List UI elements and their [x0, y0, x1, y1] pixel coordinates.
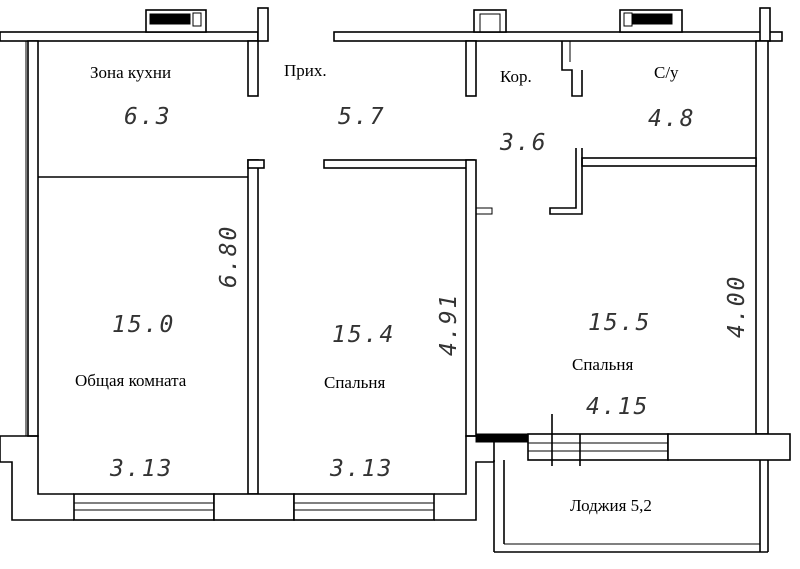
room-area-corridor: 3.6	[499, 130, 548, 156]
wall-bottom-mid2	[434, 461, 494, 521]
vent-right	[619, 9, 683, 33]
room-area-bedroom1: 15.4	[332, 322, 395, 348]
wall-bathroom-bottom	[581, 157, 757, 167]
window-bedroom1	[293, 493, 435, 521]
room-label-kitchen: Зона кухни	[90, 63, 171, 82]
wall-bottom-left-outer2	[0, 461, 74, 521]
wall-bathroom-left-bottom	[549, 148, 583, 215]
dimension-bedroom1-vertical: 4.91	[436, 293, 462, 356]
dimension-living-horizontal: 3.13	[109, 456, 173, 482]
wall-bedroom2-bottom-right	[667, 433, 791, 461]
wall-right-outer	[755, 40, 769, 435]
room-area-hall: 5.7	[338, 104, 386, 130]
wall-bathroom-left-top	[561, 41, 583, 97]
room-area-living: 15.0	[112, 312, 175, 338]
wall-living-right	[247, 159, 259, 495]
room-label-bathroom: С/у	[654, 63, 679, 82]
loggia	[493, 460, 769, 553]
wall-bottom-mid	[434, 435, 495, 495]
wall-entrance-stub	[257, 7, 269, 42]
wall-left-outer	[27, 40, 39, 437]
room-label-loggia: Лоджия 5,2	[570, 496, 652, 515]
dimension-bedroom2-vertical: 4.00	[724, 275, 750, 338]
balcony-door	[527, 414, 669, 466]
room-label-corridor: Кор.	[500, 67, 532, 86]
wall-top-left	[0, 31, 259, 42]
dimension-bedroom1-horizontal: 3.13	[329, 456, 393, 482]
room-area-bathroom: 4.8	[648, 106, 696, 132]
room-area-kitchen: 6.3	[124, 104, 172, 130]
wall-bedroom2-bottom-left	[475, 433, 529, 443]
room-area-bedroom2: 15.5	[588, 310, 651, 336]
wall-living-right-cap	[247, 159, 265, 169]
wall-bottom-left-outer	[0, 435, 74, 495]
wall-top-right-stub	[759, 7, 771, 42]
room-label-bedroom1: Спальня	[324, 373, 385, 392]
wall-bedroom1-right	[465, 159, 477, 437]
vent-left	[145, 9, 207, 33]
wall-corridor-left	[465, 40, 477, 97]
dimension-living-vertical: 6.80	[216, 225, 242, 288]
wall-bedroom1-top	[323, 159, 475, 169]
window-living	[73, 493, 215, 521]
room-label-living: Общая комната	[75, 371, 187, 390]
wall-top-right	[333, 31, 783, 42]
wall-pier-bottom	[213, 493, 295, 521]
dimension-bedroom2-horizontal: 4.15	[586, 394, 649, 420]
vent-middle	[473, 9, 507, 33]
room-label-hall: Прих.	[284, 61, 327, 80]
wall-kitchen-right-top	[247, 40, 259, 97]
room-label-bedroom2: Спальня	[572, 355, 633, 374]
